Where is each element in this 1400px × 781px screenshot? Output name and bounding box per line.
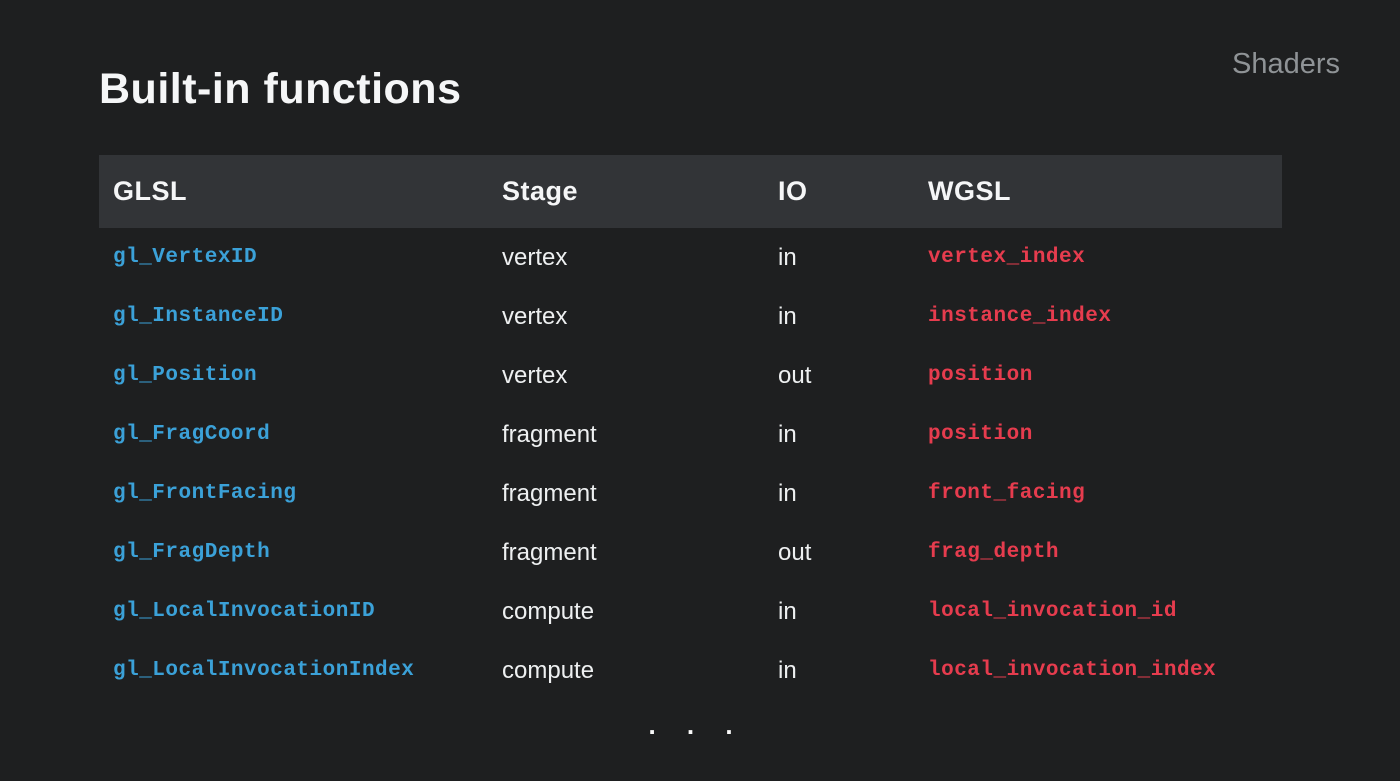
stage-cell: vertex [502,302,568,330]
table-row: gl_Position vertex out position [99,346,1282,405]
stage-cell: fragment [502,538,597,566]
wgsl-cell: local_invocation_index [928,659,1217,682]
wgsl-cell: front_facing [928,482,1086,505]
column-header-io: IO [778,176,808,206]
table-row: gl_LocalInvocationID compute in local_in… [99,582,1282,641]
io-cell: in [778,243,797,271]
builtin-functions-table: GLSL Stage IO WGSL gl_VertexID vertex in… [99,155,1282,741]
wgsl-cell: local_invocation_id [928,600,1177,623]
io-cell: in [778,479,797,507]
page-title: Built-in functions [99,64,462,113]
io-cell: in [778,302,797,330]
stage-cell: fragment [502,479,597,507]
wgsl-cell: position [928,364,1033,387]
wgsl-cell: position [928,423,1033,446]
column-header-wgsl: WGSL [928,176,1011,206]
io-cell: in [778,597,797,625]
glsl-cell: gl_LocalInvocationIndex [113,659,415,682]
io-cell: out [778,361,812,389]
stage-cell: vertex [502,361,568,389]
glsl-cell: gl_FrontFacing [113,482,297,505]
stage-cell: fragment [502,420,597,448]
glsl-cell: gl_FragCoord [113,423,271,446]
table-row: gl_VertexID vertex in vertex_index [99,228,1282,287]
wgsl-cell: vertex_index [928,246,1086,269]
table-row: gl_LocalInvocationIndex compute in local… [99,641,1282,700]
table-row: gl_InstanceID vertex in instance_index [99,287,1282,346]
more-rows-ellipsis: . . . [648,710,745,740]
glsl-cell: gl_InstanceID [113,305,284,328]
io-cell: out [778,538,812,566]
deck-section-label: Shaders [1231,48,1340,80]
table-row: gl_FrontFacing fragment in front_facing [99,464,1282,523]
wgsl-cell: frag_depth [928,541,1060,564]
table-header-row: GLSL Stage IO WGSL [99,155,1282,228]
glsl-cell: gl_Position [113,364,258,387]
glsl-cell: gl_FragDepth [113,541,271,564]
stage-cell: compute [502,656,595,684]
table-row: gl_FragDepth fragment out frag_depth [99,523,1282,582]
wgsl-cell: instance_index [928,305,1112,328]
glsl-cell: gl_VertexID [113,246,258,269]
column-header-stage: Stage [502,176,579,206]
glsl-cell: gl_LocalInvocationID [113,600,376,623]
stage-cell: compute [502,597,595,625]
table-row: gl_FragCoord fragment in position [99,405,1282,464]
stage-cell: vertex [502,243,568,271]
io-cell: in [778,420,797,448]
io-cell: in [778,656,797,684]
column-header-glsl: GLSL [113,176,187,206]
